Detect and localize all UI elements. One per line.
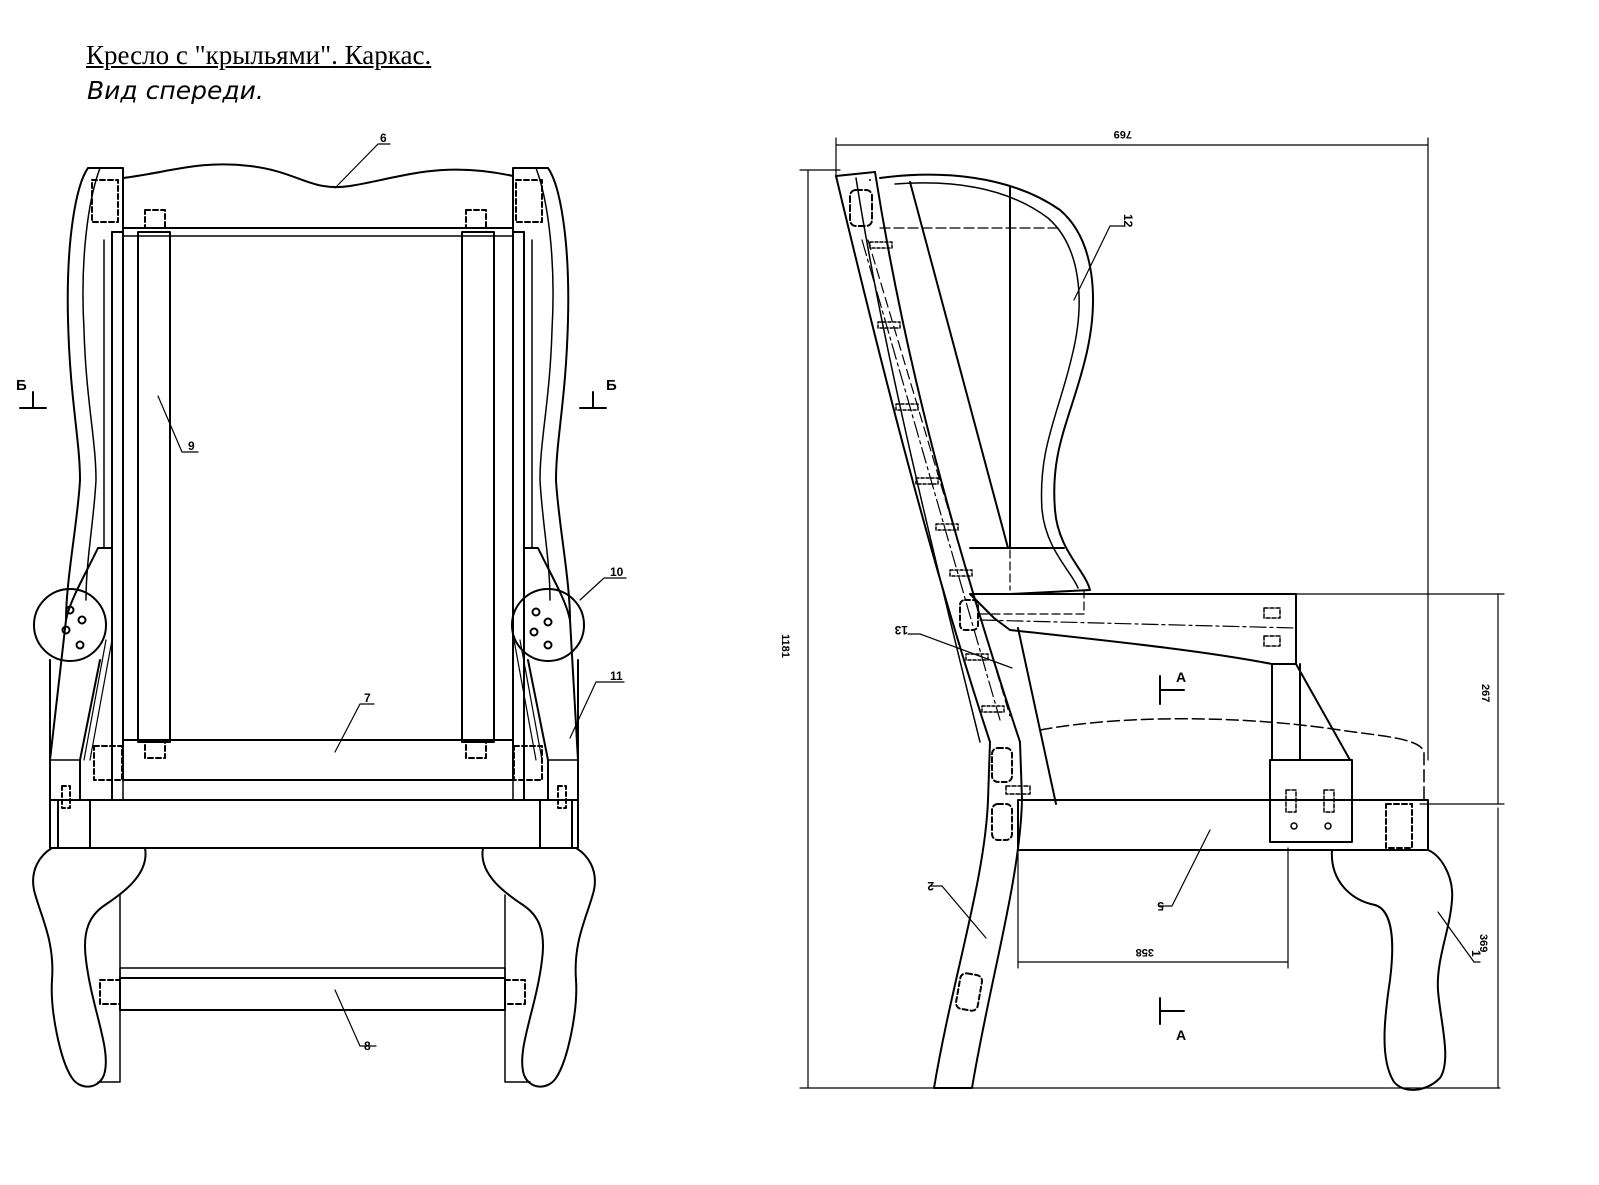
right-wing-outline xyxy=(512,167,579,801)
right-front-leg xyxy=(481,847,596,1088)
part-label-12: 12 xyxy=(1121,214,1135,228)
part-label-1: 1 xyxy=(1469,950,1483,957)
dimension-267: 267 xyxy=(1479,684,1491,702)
part-label-7: 7 xyxy=(364,691,371,705)
side-front-leg xyxy=(1330,849,1454,1091)
part-label-11: 11 xyxy=(610,669,623,683)
back-post xyxy=(835,171,1023,1089)
part-label-8: 8 xyxy=(364,1039,371,1053)
drawing-title: Кресло с "крыльями". Каркас. xyxy=(86,40,432,70)
part-label-6: 6 xyxy=(380,131,387,145)
part-label-2: 2 xyxy=(927,879,934,893)
dimension-769: 769 xyxy=(1114,128,1132,140)
dimension-1181: 1181 xyxy=(779,634,791,658)
view-label: Вид спереди. xyxy=(87,76,264,105)
part-label-5: 5 xyxy=(1157,899,1164,913)
top-rail xyxy=(122,163,514,229)
part-label-10: 10 xyxy=(610,565,624,579)
side-view xyxy=(799,137,1505,1091)
section-mark-a-lower: А xyxy=(1176,1027,1186,1043)
part-label-13: 13 xyxy=(894,623,908,637)
front-view xyxy=(19,143,627,1088)
dimension-358: 358 xyxy=(1136,946,1154,958)
part-label-9: 9 xyxy=(188,439,195,453)
side-wing xyxy=(879,173,1094,595)
section-mark-b-right: Б xyxy=(606,377,617,394)
dimension-369: 369 xyxy=(1477,934,1489,952)
section-mark-b-left: Б xyxy=(16,377,27,394)
left-front-leg xyxy=(32,847,147,1088)
section-mark-a-upper: А xyxy=(1176,669,1186,685)
